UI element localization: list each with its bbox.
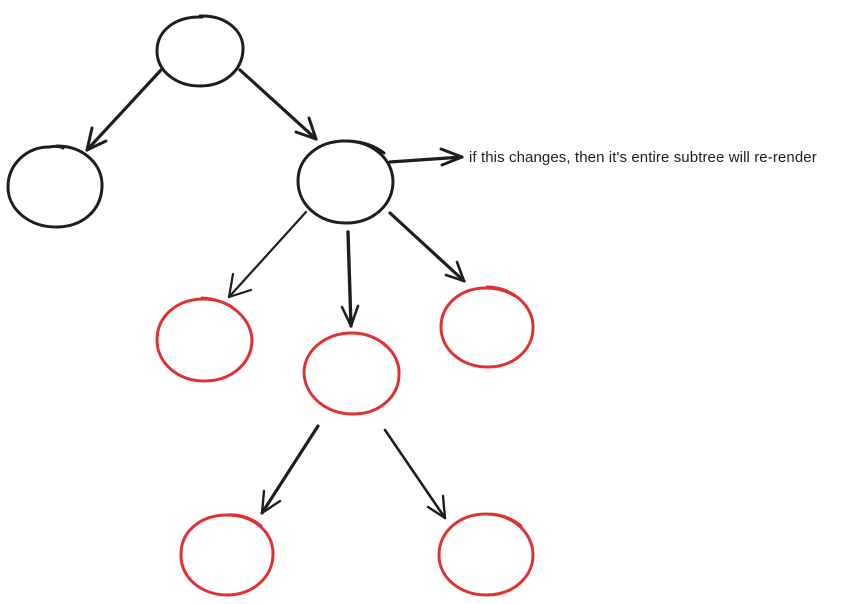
- left-child-node: [6, 144, 104, 229]
- arrow-root-to-left: [85, 68, 163, 152]
- arrow-root-to-changed: [238, 68, 318, 141]
- rerender-node-left: [155, 296, 254, 383]
- rerender-node-bottom-right: [437, 512, 535, 597]
- arrow-changed-to-rerender-middle: [340, 230, 360, 328]
- arrow-to-annotation: [388, 147, 464, 167]
- root-node: [155, 14, 245, 88]
- rerender-node-middle: [302, 331, 401, 416]
- subtree-rerender-annotation: if this changes, then it's entire subtre…: [469, 149, 817, 166]
- arrow-middle-to-bottom-left: [260, 424, 320, 515]
- rerender-node-right: [439, 285, 535, 369]
- changed-node: [296, 139, 395, 225]
- rerender-node-bottom-left: [179, 513, 275, 597]
- arrow-changed-to-rerender-left: [227, 210, 308, 299]
- arrow-changed-to-rerender-right: [388, 211, 466, 283]
- arrow-middle-to-bottom-right: [383, 428, 447, 520]
